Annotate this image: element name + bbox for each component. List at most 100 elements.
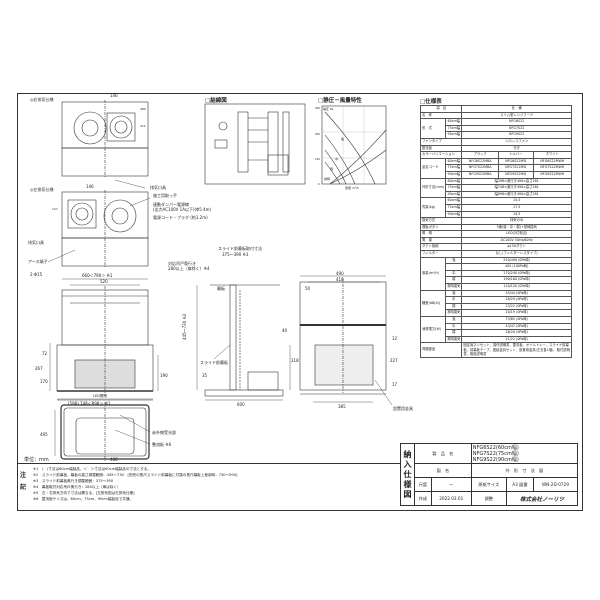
dim-211: 211 [140, 124, 146, 128]
spec-cell: 弱 [445, 302, 463, 311]
spec-cell: 75cm幅 [445, 124, 463, 133]
dim-50: 50 [305, 286, 311, 291]
spec-cell: 60cm幅 [445, 177, 463, 186]
spec-row: 名 称スリム型レンジフード [419, 111, 572, 120]
y-tick: 100 [315, 157, 320, 161]
spec-cell: 120/120 (0Pa時) [461, 283, 572, 291]
paper: A3 [512, 481, 518, 487]
label-damper: 連動ダンパー電源線 [153, 201, 189, 207]
dim-146b: 146 [86, 184, 94, 189]
label-handle: 施工用取っ手 [153, 192, 177, 198]
spec-cell: 弱 [445, 276, 463, 285]
dim-488: 488 [110, 457, 118, 462]
spec-cell: ダクト接続 [419, 243, 463, 252]
label-led: LED照明 [93, 394, 107, 398]
label-damper-spec: (出力AC100V 1A以下)(Φ5 4m) [153, 206, 211, 212]
drawing-name: 外 形 寸 法 図 [470, 463, 579, 478]
spec-cell: 仕 様 [461, 105, 572, 113]
label-slide-title: スライド前幕板取付寸法 [218, 245, 262, 251]
label-cabinet: 対応吊戸奥行き [168, 260, 196, 266]
graph-heading: □静圧－風量特性 [318, 98, 362, 104]
company-logo: 株式会社ノーリツ [505, 491, 579, 506]
product-label: 製 品 名 [414, 443, 472, 464]
spec-cell: 60cm幅 [445, 157, 463, 166]
spec-cell: 付き [461, 144, 572, 153]
dim-418: 418 [336, 277, 344, 282]
dim-127: 127 [52, 207, 58, 211]
spec-cell: 中 [445, 269, 463, 278]
spec-cell: 外形寸法(mm) [419, 177, 447, 199]
spec-cell: NFG9S22MSI [498, 170, 534, 179]
top-view-right-exhaust [61, 100, 149, 178]
wiring-diagram [204, 103, 306, 185]
spec-cell: 21/22 (0Pa時) [461, 335, 572, 344]
dim-height-range: 445〜730 ※2 [182, 313, 187, 340]
dim-146a: 146 [110, 93, 118, 98]
product: NFG9S22(90cm幅) [472, 456, 519, 463]
created-date: 2022.03.01 [430, 491, 472, 506]
spec-cell: NFG7S22MSI [498, 164, 534, 172]
check-label: 調整 [470, 491, 507, 506]
spec-cell: 弱 [445, 329, 463, 337]
spec-cell: 60cm幅 [445, 118, 463, 126]
spec-cell: 75cm幅 [445, 164, 463, 172]
curve-constant: 常時 [324, 176, 330, 181]
curve-weak: 弱 [330, 167, 333, 171]
y-tick: 200 [315, 132, 320, 136]
spec-cell: 強 [445, 256, 463, 265]
spec-cell: 運転ボタン [419, 223, 463, 232]
label-earth: アース端子 [28, 258, 48, 264]
top-view-left-exhaust [61, 190, 149, 268]
spec-cell: 名 称 [419, 111, 463, 120]
spec-cell: 品名コード [419, 157, 447, 179]
spec-cell: 項 目 [419, 105, 463, 113]
spec-cell: 強 [445, 316, 463, 324]
scale: ー [430, 477, 472, 492]
spec-cell: 20/19 (0Pa時) [461, 309, 572, 317]
spec-cell: φ150ダクト [461, 243, 572, 252]
dim-218: 218 [291, 358, 299, 363]
dim-748: (598) 748＜898＞ ※1 [68, 401, 111, 406]
spec-cell: 電 源 [419, 236, 463, 245]
scale-label: 尺度 [414, 477, 432, 492]
label-ir: 赤外線受光部 [152, 429, 176, 435]
spec-cell: NFG6S22MSI [498, 157, 534, 166]
dim-190: 190 [160, 373, 168, 378]
spec-row: 換気方式排気のみ [419, 217, 572, 225]
dim-660: 660＜790＞ ※1 [82, 273, 113, 278]
spec-cell: 消費電力(W) [419, 315, 447, 344]
label-power-cord: 電源コード・プラグ (約1.2m) [153, 214, 208, 220]
spec-cell: 騒音(dB(A)) [419, 289, 447, 318]
spec-cell: 幅748×奥行き490×高さ281 [461, 184, 572, 192]
graph-ylabel: 静圧 Pa [323, 106, 334, 111]
spec-cell: NFG9S22MWH [532, 170, 573, 179]
spec-cell: 常時換気 [445, 309, 463, 317]
spec-cell: NFG6S22MWH [532, 157, 573, 166]
bottom-view [60, 402, 150, 462]
spec-cell: 73/65 (0Pa時) [461, 316, 572, 324]
spec-cell: 19.5 [461, 210, 572, 219]
spec-row: 外形寸法(mm)60cm幅幅598×奥行き490×高さ281 [419, 177, 572, 199]
label-slide-panel: スライド前幕板 [200, 359, 228, 365]
side-view [204, 284, 284, 397]
spec-cell: 270/240 (0Pa時) [461, 269, 572, 278]
spec-cell: 60cm幅 [445, 197, 463, 205]
dim-227: 227 [390, 358, 398, 363]
unit-label: 単位：mm [24, 457, 49, 463]
spec-cell: NFG7S22MWH [532, 164, 573, 172]
curve-strong: 強 [341, 136, 344, 141]
product: NFG6S22(60cm幅) [472, 444, 519, 451]
drawing-sheet [17, 93, 583, 511]
spec-cell: AC100V 50Hz/60Hz [461, 236, 572, 245]
dim-40: 40 [282, 328, 288, 333]
spec-cell: なし(フィルターレスタイプ) [461, 250, 572, 258]
spec-cell: スリム型レンジフード [461, 111, 572, 120]
note: ※4 幕板取付対応吊戸奥行き：280以上（扉は除く） [33, 484, 121, 489]
paper-label: 原紙サイズ [470, 477, 507, 492]
